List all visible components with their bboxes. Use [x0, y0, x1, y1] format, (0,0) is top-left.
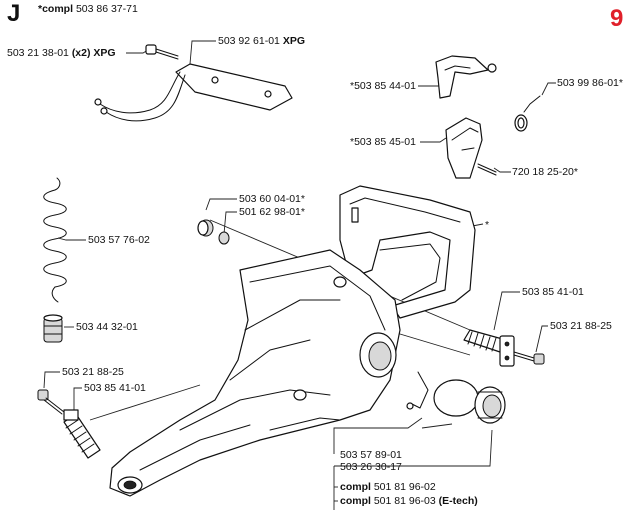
rear-handle-housing	[109, 185, 476, 497]
label-503-57-89-01: 503 57 89-01	[340, 449, 402, 461]
screw-503-21-88-25-right	[513, 351, 545, 365]
label-503-21-88-25-left: 503 21 88-25	[62, 366, 124, 378]
label-501-81-96-03: compl 501 81 96-03 (E-tech)	[340, 495, 478, 507]
buffer-503-44-32-01	[43, 314, 63, 343]
leader-p8	[205, 198, 237, 211]
leader-p14	[43, 371, 60, 389]
plug-501-62-98-01	[218, 231, 230, 245]
label-503-85-44-01: *503 85 44-01	[350, 80, 416, 92]
spring-503-99-86-01	[514, 95, 541, 132]
leader-p12	[535, 325, 548, 353]
label-501-62-98-01: 501 62 98-01*	[239, 206, 305, 218]
page-number: 9	[610, 5, 624, 32]
label-503-44-32-01: 503 44 32-01	[76, 321, 138, 333]
label-503-57-76-02: 503 57 76-02	[88, 234, 150, 246]
pin-720-18-25-20	[477, 163, 497, 176]
throttle-lock-503-85-45-01	[445, 117, 483, 179]
label-503-60-04-01: 503 60 04-01*	[239, 193, 305, 205]
leader-p6	[493, 167, 511, 173]
leader-p1	[126, 49, 149, 54]
heater-bracket-xpg	[94, 63, 293, 122]
damper-503-85-41-01-left	[63, 409, 101, 459]
clip-503-57-89-01	[406, 371, 429, 410]
label-501-81-96-02: compl 501 81 96-02	[340, 481, 436, 493]
label-503-85-41-01-right: 503 85 41-01	[522, 286, 584, 298]
o-ring-503-26-30-17	[433, 379, 479, 417]
screw-503-21-38-01	[145, 44, 179, 60]
filter-cap-501-81-96-02	[474, 386, 506, 424]
label-503-21-88-25-right: 503 21 88-25	[550, 320, 612, 332]
leader-p4	[541, 82, 556, 96]
spring-503-57-76-02	[43, 177, 67, 303]
leader-p5	[420, 137, 447, 143]
label-asterisk: *	[485, 219, 490, 231]
compl-header-label: *compl 503 86 37-71	[38, 3, 138, 15]
leader-p16	[333, 417, 423, 454]
leader-p17b	[334, 429, 493, 467]
leader-p16b	[421, 423, 453, 429]
label-503-26-30-17: 503 26 30-17	[340, 461, 402, 473]
label-720-18-25-20: 720 18 25-20*	[512, 166, 578, 178]
label-503-21-38-01: 503 21 38-01 (x2) XPG	[7, 47, 116, 59]
label-503-92-61-01: 503 92 61-01 XPG	[218, 35, 305, 47]
leader-axis-damper-left	[89, 384, 201, 421]
leader-p11	[493, 291, 520, 331]
label-503-85-41-01-left: 503 85 41-01	[84, 382, 146, 394]
damper-503-85-41-01-right	[463, 329, 515, 367]
label-503-85-45-01: *503 85 45-01	[350, 136, 416, 148]
screw-503-21-88-25-left	[37, 389, 65, 415]
leader-p15	[73, 387, 82, 412]
label-503-99-86-01: 503 99 86-01*	[557, 77, 623, 89]
trigger-lever-503-85-44-01	[435, 55, 497, 99]
leader-p7	[57, 237, 86, 241]
plug-503-60-04-01	[197, 219, 214, 237]
section-letter: J	[7, 0, 21, 27]
leader-p2	[189, 40, 216, 65]
